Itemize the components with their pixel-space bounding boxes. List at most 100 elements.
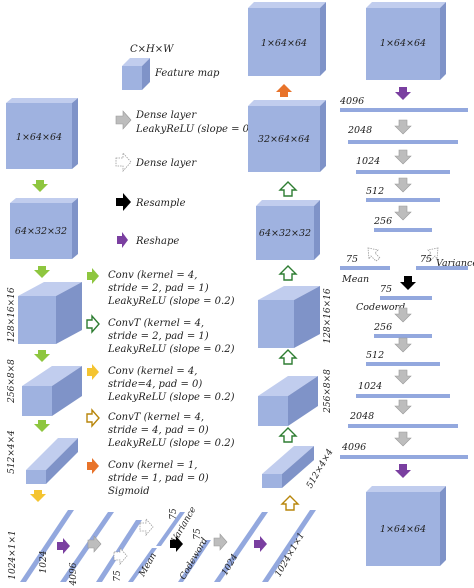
legend-convt2-arrow-icon <box>86 408 100 428</box>
legend-conv1-line2: stride = 2, pad = 1) <box>108 283 209 294</box>
dense-75-codeword-value: 75 <box>380 284 392 295</box>
encoder-arrow-3-icon <box>34 350 50 362</box>
dense-resample-arrow-icon <box>400 276 416 290</box>
legend-feature-map-cube <box>122 58 150 90</box>
dense-arrow-2-icon <box>394 149 412 165</box>
bottleneck-codeword-label: Codeword <box>178 536 210 582</box>
encoder-l4-box <box>26 438 78 484</box>
bottleneck-1024-label: 1024 <box>39 550 49 573</box>
legend: C×H×W Feature map Dense layer LeakyReLU … <box>86 44 263 497</box>
encoder-arrow-1-icon <box>32 180 48 192</box>
dense-bottom-box-label: 1×64×64 <box>380 524 426 535</box>
bottleneck-75-mean-value: 75 <box>113 570 123 582</box>
decoder-pre-output-label: 32×64×64 <box>258 134 310 145</box>
legend-conv3-line2: stride = 1, pad = 0) <box>108 473 209 484</box>
bottleneck-bar-1024b <box>214 512 268 582</box>
encoder-arrow-4-icon <box>34 420 50 432</box>
legend-conv2-line1: Conv (kernel = 4, <box>108 366 197 377</box>
legend-dense-arrow-icon <box>115 151 132 173</box>
legend-feature-map-label: Feature map <box>154 68 220 79</box>
dense-codeword-label: Codeword <box>356 302 405 313</box>
decoder-l1-box <box>256 200 320 260</box>
decoder-convt-arrow-3-icon <box>278 349 298 365</box>
decoder-convt-arrow-4-icon <box>278 427 298 443</box>
dense-reshape-arrow-top-icon <box>395 87 411 100</box>
decoder-l4-box <box>262 446 314 488</box>
dense-1024b-label: 1024 <box>358 381 382 392</box>
dense-bottom-box <box>366 486 446 566</box>
legend-resample-arrow-icon <box>116 193 131 211</box>
dense-75-variance-value: 75 <box>420 254 432 265</box>
dense-bar-256b <box>374 334 432 338</box>
dense-1024-label: 1024 <box>356 156 380 167</box>
dense-256-label: 256 <box>373 216 392 227</box>
encoder-l3-box <box>22 366 82 416</box>
dense-arrow-5-icon <box>394 307 412 323</box>
dense-column: 1×64×64 4096 2048 1024 512 256 <box>339 2 474 566</box>
dense-arrow-3-icon <box>394 177 412 193</box>
decoder-output-label: 1×64×64 <box>261 38 307 49</box>
dense-split-arrow-mean-icon <box>367 247 381 262</box>
decoder-l1-label: 64×32×32 <box>259 228 311 239</box>
encoder-l4-label: 512×4×4 <box>7 430 17 474</box>
legend-convt2-line1: ConvT (kernel = 4, <box>108 412 204 423</box>
dense-512b-label: 512 <box>366 350 384 361</box>
dense-arrow-1-icon <box>394 119 412 135</box>
dense-75-mean-value: 75 <box>346 254 358 265</box>
encoder-arrow-5-icon <box>30 490 46 502</box>
dense-256b-label: 256 <box>373 322 392 333</box>
legend-conv2-arrow-icon <box>87 364 99 380</box>
encoder-l1-label: 64×32×32 <box>15 226 67 237</box>
dense-bar-4096b <box>340 455 468 459</box>
dense-arrow-9-icon <box>394 431 412 447</box>
decoder-convt-arrow-1-icon <box>278 181 298 197</box>
legend-reshape-label: Reshape <box>135 236 179 247</box>
dense-reshape-arrow-bottom-icon <box>395 464 411 478</box>
legend-dense-leaky-arrow-icon <box>115 110 132 130</box>
bottleneck-75-variance-value: 75 <box>169 508 179 520</box>
dense-2048-label: 2048 <box>347 125 372 136</box>
bottleneck-bar-1024x1x1b <box>262 510 316 582</box>
legend-convt1-arrow-icon <box>86 314 100 334</box>
bottleneck-dense-leaky-arrow-2-icon <box>213 533 228 551</box>
bottleneck-4096-label: 4096 <box>69 562 79 586</box>
dense-arrow-4-icon <box>394 205 412 221</box>
dense-512-label: 512 <box>366 186 384 197</box>
dense-variance-label: Variance <box>436 258 474 269</box>
encoder-column: 1×64×64 64×32×32 128×16×16 <box>6 98 82 502</box>
dense-bar-variance <box>416 266 468 270</box>
legend-dense-label: Dense layer <box>135 158 197 169</box>
legend-resample-label: Resample <box>135 198 186 209</box>
dense-arrow-7-icon <box>394 369 412 385</box>
legend-conv1-line1: Conv (kernel = 4, <box>108 270 197 281</box>
decoder-output-box <box>248 2 326 76</box>
bottleneck-reshape-arrow-2-icon <box>254 536 267 552</box>
encoder-input-label: 1×64×64 <box>16 132 62 143</box>
decoder-l3-box <box>258 376 318 426</box>
legend-convt1-line2: stride = 2, pad = 1) <box>108 331 209 342</box>
dense-bar-1024 <box>356 170 450 174</box>
encoder-l3-label: 256×8×8 <box>7 359 17 404</box>
legend-dense-leaky-line1: Dense layer <box>135 110 197 121</box>
bottleneck-flat2-label: 1024×1×1 <box>274 531 307 579</box>
decoder-arrow-sigmoid-icon <box>276 84 292 97</box>
legend-conv2-line3: LeakyReLU (slope = 0.2) <box>107 392 235 403</box>
legend-dense-leaky-line2: LeakyReLU (slope = 0.2) <box>135 124 263 135</box>
encoder-l2-label: 128×16×16 <box>7 287 17 342</box>
dense-2048b-label: 2048 <box>349 411 374 422</box>
dense-4096-label: 4096 <box>339 96 364 107</box>
dense-bar-codeword <box>380 296 432 300</box>
bottleneck-dense-arrow-1-icon <box>113 546 128 566</box>
decoder-pre-output-box <box>248 100 326 172</box>
legend-convt2-line2: stride = 4, pad = 0) <box>108 425 209 436</box>
dense-bar-512 <box>366 198 440 202</box>
encoder-l2-box <box>18 282 82 344</box>
legend-conv2-line2: stride=4, pad = 0) <box>108 379 202 390</box>
bottleneck-flat-label: 1024×1×1 <box>8 530 18 579</box>
decoder-l2-label: 128×16×16 <box>323 288 333 343</box>
bottleneck-row: 1024×1×1 1024 4096 75 Mean 75 Variance 7… <box>8 505 316 586</box>
bottleneck-bar-codeword <box>178 540 211 582</box>
bottleneck-bar-1024 <box>60 512 114 582</box>
dense-bar-2048 <box>348 140 458 144</box>
